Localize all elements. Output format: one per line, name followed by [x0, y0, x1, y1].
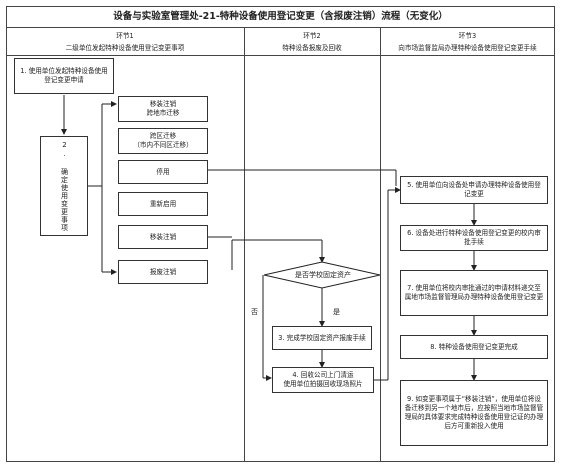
- step-4-recycle-pickup: 4. 回收公司上门清运 使用单位拍摄回收现场照片: [272, 367, 374, 393]
- lane-3-name: 向市场监督监局办理特种设备使用登记变更手续: [398, 44, 537, 52]
- step-4-label: 4. 回收公司上门清运 使用单位拍摄回收现场照片: [283, 371, 363, 388]
- flowchart-frame: [6, 6, 555, 462]
- option-relocate-cancel: 移装注销: [118, 225, 208, 249]
- flowchart-title: 设备与实验室管理处-21-特种设备使用登记变更（含报废注销）流程（无变化）: [6, 6, 555, 28]
- step-1-label: 1. 使用单位发起特种设备使用登记变更申请: [20, 67, 108, 84]
- lane-3-header: 环节3 向市场监督监局办理特种设备使用登记变更手续: [380, 28, 555, 56]
- lane-1-number: 环节1: [116, 32, 134, 40]
- decision-no-label: 否: [251, 308, 258, 316]
- step-3-asset-scrap: 3. 完成学校固定资产报废手续: [272, 326, 372, 350]
- step-7-label: 7. 使用单位将校内审批通过的申请材料递交至属地市场监督管理局办理特种设备使用登…: [404, 284, 544, 301]
- option-reactivate-label: 重新启用: [149, 199, 177, 208]
- step-1-initiate-request: 1. 使用单位发起特种设备使用登记变更申请: [14, 58, 114, 94]
- option-scrap-cancel: 报废注销: [118, 260, 208, 284]
- step-9-relocation-note: 9. 如变更事项属于“移装注销”，使用单位将设备迁移到另一个地市后，应按照当地市…: [400, 380, 548, 446]
- option-cross-district: 跨区迁移 （市内不同区迁移）: [118, 128, 208, 154]
- option-relocate-cross-city-label: 移装注销 跨地市迁移: [146, 100, 180, 117]
- decision-label: 是否学校固定资产: [295, 271, 351, 279]
- option-relocate-cancel-label: 移装注销: [149, 232, 177, 241]
- lane-divider: [380, 28, 381, 462]
- option-relocate-cross-city: 移装注销 跨地市迁移: [118, 96, 208, 122]
- option-deactivate-label: 停用: [156, 167, 170, 176]
- step-8-label: 8. 特种设备使用登记变更完成: [430, 342, 518, 351]
- lane-1-name: 二级单位发起特种设备使用登记变更事项: [65, 44, 185, 52]
- step-6-label: 6. 设备处进行特种设备使用登记变更的校内审批手续: [407, 229, 541, 246]
- step-3-label: 3. 完成学校固定资产报废手续: [278, 333, 366, 342]
- decision-yes-label: 是: [333, 308, 340, 316]
- option-cross-district-label: 跨区迁移 （市内不同区迁移）: [133, 132, 193, 149]
- lane-divider: [244, 28, 245, 462]
- lane-1-header: 环节1 二级单位发起特种设备使用登记变更事项: [6, 28, 244, 56]
- decision-diamond: [263, 261, 381, 289]
- step-7-submit-to-market-bureau: 7. 使用单位将校内审批通过的申请材料递交至属地市场监督管理局办理特种设备使用登…: [400, 270, 548, 316]
- option-reactivate: 重新启用: [118, 192, 208, 216]
- lane-2-header: 环节2 特种设备报废及回收: [244, 28, 380, 56]
- option-deactivate: 停用: [118, 160, 208, 184]
- step-2-determine-change: 2. 确定使用变更事项: [40, 136, 88, 236]
- lane-3-number: 环节3: [458, 32, 477, 40]
- step-8-change-complete: 8. 特种设备使用登记变更完成: [400, 335, 548, 359]
- option-scrap-cancel-label: 报废注销: [149, 267, 177, 276]
- step-5-apply-to-equipment-office: 5. 使用单位向设备处申请办理特种设备使用登记变更: [400, 176, 548, 204]
- step-6-internal-approval: 6. 设备处进行特种设备使用登记变更的校内审批手续: [400, 225, 548, 251]
- step-9-label: 9. 如变更事项属于“移装注销”，使用单位将设备迁移到另一个地市后，应按照当地市…: [404, 395, 544, 430]
- step-5-label: 5. 使用单位向设备处申请办理特种设备使用登记变更: [407, 181, 541, 198]
- lane-2-number: 环节2: [303, 32, 321, 40]
- step-2-label: 2. 确定使用变更事项: [60, 140, 69, 232]
- lane-2-name: 特种设备报废及回收: [282, 44, 342, 52]
